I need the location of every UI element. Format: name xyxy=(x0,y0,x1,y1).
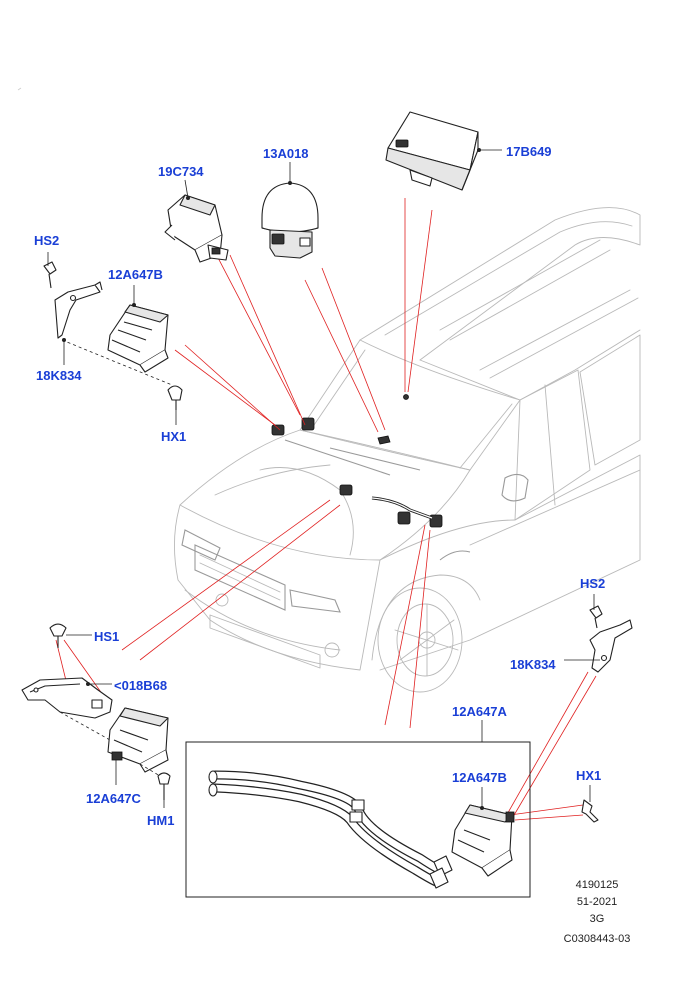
callout-12a647c[interactable]: 12A647C xyxy=(86,791,141,806)
diagram-ref: C0308443-03 xyxy=(563,933,631,945)
callout-12a647a[interactable]: 12A647A xyxy=(452,704,507,719)
callout-018b68[interactable]: <018B68 xyxy=(114,678,168,693)
part-top-left-bracket xyxy=(43,252,183,425)
part-right-bracket xyxy=(564,594,633,673)
callout-hs1[interactable]: HS1 xyxy=(94,629,120,644)
diagram-date: 51-2021 xyxy=(576,896,618,908)
callout-18k834-right[interactable]: 18K834 xyxy=(510,657,556,672)
part-17b649-module xyxy=(385,111,502,191)
part-13a018-sensor xyxy=(261,162,319,259)
part-bottom-left-bracket xyxy=(21,623,171,808)
red-leaders xyxy=(55,198,597,823)
part-19c734-actuator xyxy=(164,179,229,263)
callout-12a647b-top[interactable]: 12A647B xyxy=(108,267,163,282)
callout-19c734[interactable]: 19C734 xyxy=(158,164,204,179)
callout-hx1-top[interactable]: HX1 xyxy=(161,429,187,444)
callout-17b649[interactable]: 17B649 xyxy=(506,144,552,159)
callout-13a018[interactable]: 13A018 xyxy=(263,146,309,161)
callout-12a647b-inset[interactable]: 12A647B xyxy=(452,770,507,785)
callout-hm1[interactable]: HM1 xyxy=(147,813,175,828)
callout-hs2-right[interactable]: HS2 xyxy=(580,576,606,591)
callout-hx1-right[interactable]: HX1 xyxy=(576,768,602,783)
vehicle-outline xyxy=(173,207,641,693)
mounted-components xyxy=(271,394,443,528)
diagram-number: 4190125 xyxy=(575,879,619,891)
inset-12a647a xyxy=(185,720,599,898)
stray-mark xyxy=(17,87,22,91)
diagram-code: 3G xyxy=(589,913,605,925)
callout-18k834-top[interactable]: 18K834 xyxy=(36,368,82,383)
callout-hs2-top[interactable]: HS2 xyxy=(34,233,60,248)
